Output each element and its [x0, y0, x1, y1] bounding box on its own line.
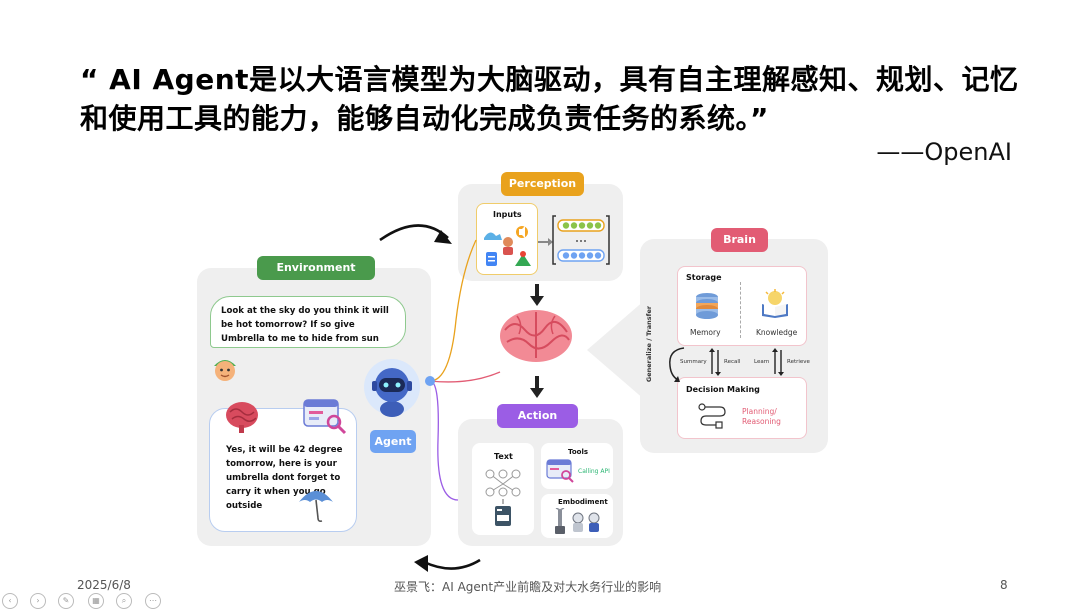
brain-callout-pointer: [585, 300, 645, 400]
agent-label: Agent: [370, 430, 416, 453]
brain-label: Brain: [711, 228, 768, 252]
knowledge-book-icon: [760, 288, 790, 318]
next-slide-icon[interactable]: ›: [30, 593, 46, 609]
perception-label: Perception: [501, 172, 584, 196]
agent-reply-text: Yes, it will be 42 degree tomorrow, here…: [226, 445, 343, 511]
planning-flow-icon: [698, 403, 728, 429]
summary-recall-arrows: [709, 348, 721, 376]
recall-label: Recall: [724, 359, 741, 365]
brain-small-icon: [222, 398, 262, 434]
summary-label: Summary: [680, 359, 707, 365]
user-avatar: [209, 352, 241, 384]
quote-attribution: ——OpenAI: [876, 138, 1012, 166]
down-arrow-action: [529, 376, 545, 400]
embodiment-robots-icon: [552, 507, 604, 536]
api-browser-icon: [546, 459, 574, 483]
retrieve-label: Retrieve: [787, 359, 810, 365]
learn-label: Learn: [754, 359, 770, 365]
zoom-icon[interactable]: ⌕: [116, 593, 132, 609]
prev-slide-icon[interactable]: ‹: [2, 593, 18, 609]
pen-icon[interactable]: ✎: [58, 593, 74, 609]
text-network-icon: [480, 466, 526, 528]
action-label: Action: [497, 404, 578, 428]
footer-page-number: 8: [1000, 578, 1008, 592]
central-brain-icon: [497, 306, 575, 368]
memory-database-icon: [694, 292, 720, 320]
embedding-vectors-icon: [552, 214, 610, 266]
calling-api-label: Calling API: [578, 468, 610, 475]
user-message-bubble: Look at the sky do you think it will be …: [210, 296, 406, 348]
inputs-icons: [482, 222, 534, 270]
memory-label: Memory: [690, 328, 721, 337]
down-arrow-perception: [529, 284, 545, 308]
generalize-loop-arrow: [664, 346, 686, 386]
footer-date: 2025/6/8: [77, 578, 131, 592]
more-options-icon[interactable]: ⋯: [145, 593, 161, 609]
reasoning-label: Reasoning: [742, 417, 781, 426]
input-arrow: [538, 232, 554, 246]
user-message-text: Look at the sky do you think it will be …: [221, 306, 389, 344]
storage-divider: [740, 282, 742, 338]
agent-robot-icon: [360, 357, 424, 421]
decision-label: Decision Making: [686, 385, 760, 394]
umbrella-icon: [296, 482, 336, 524]
web-search-icon: [302, 398, 348, 436]
text-label: Text: [494, 452, 513, 461]
slides-grid-icon[interactable]: ▦: [88, 593, 104, 609]
footer-title: 巫景飞：AI Agent产业前瞻及对大水务行业的影响: [394, 580, 662, 594]
environment-label: Environment: [257, 256, 375, 280]
inputs-label: Inputs: [493, 210, 522, 219]
planning-label: Planning/: [742, 407, 777, 416]
storage-label: Storage: [686, 273, 722, 282]
quote-text: “ AI Agent是以大语言模型为大脑驱动，具有自主理解感知、规划、记忆和使用…: [80, 63, 1019, 135]
agent-reply-bubble: Yes, it will be 42 degree tomorrow, here…: [209, 408, 357, 532]
embodiment-label: Embodiment: [558, 498, 608, 506]
learn-retrieve-arrows: [772, 348, 784, 376]
knowledge-label: Knowledge: [756, 328, 798, 337]
tools-label: Tools: [568, 448, 589, 456]
